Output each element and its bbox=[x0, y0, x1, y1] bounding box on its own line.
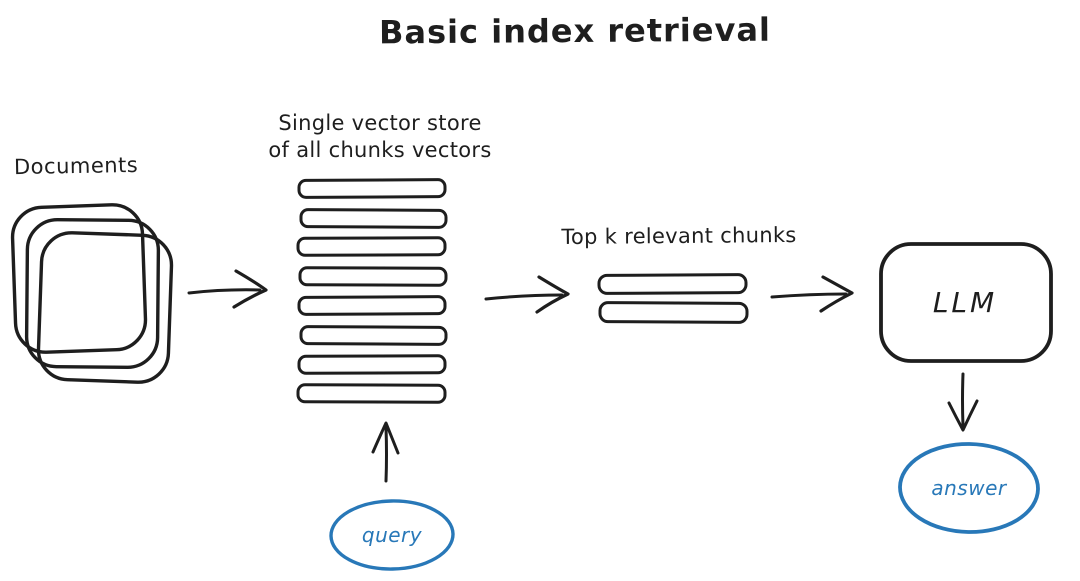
chunk-bar bbox=[297, 354, 447, 375]
diagram-title: Basic index retrieval bbox=[378, 10, 772, 52]
query-ellipse bbox=[329, 499, 455, 571]
chunk-bar bbox=[299, 325, 448, 346]
chunk-bar bbox=[296, 236, 447, 257]
topk-bars bbox=[597, 273, 749, 324]
documents-label: Documents bbox=[13, 152, 139, 180]
vector-store-label-line2: of all chunks vectors bbox=[268, 138, 492, 162]
arrow-topk-to-llm bbox=[770, 275, 854, 313]
chunk-bar bbox=[298, 266, 448, 287]
chunk-bar bbox=[296, 383, 447, 404]
document-sheet-back bbox=[10, 203, 148, 354]
chunk-bar bbox=[598, 301, 749, 324]
llm-label: LLM bbox=[932, 285, 998, 319]
arrow-llm-to-answer bbox=[947, 372, 979, 432]
vector-store-label: Single vector store of all chunks vector… bbox=[250, 110, 510, 164]
topk-label: Top k relevant chunks bbox=[561, 222, 797, 250]
vector-store-label-line1: Single vector store bbox=[278, 111, 482, 135]
chunk-bar bbox=[297, 178, 447, 199]
document-sheet-front bbox=[36, 231, 174, 384]
document-sheet-middle bbox=[24, 217, 161, 370]
answer-label: answer bbox=[931, 476, 1007, 500]
llm-box bbox=[879, 242, 1053, 363]
vector-store-bars bbox=[296, 178, 448, 404]
arrow-store-to-topk bbox=[484, 275, 570, 314]
query-label: query bbox=[361, 523, 423, 547]
chunk-bar bbox=[297, 295, 447, 316]
chunk-bar bbox=[299, 208, 448, 229]
arrow-documents-to-store bbox=[187, 269, 268, 309]
chunk-bar bbox=[597, 273, 748, 295]
answer-ellipse bbox=[898, 442, 1040, 534]
documents-stack-icon bbox=[10, 203, 174, 384]
arrow-query-to-store bbox=[371, 421, 400, 483]
